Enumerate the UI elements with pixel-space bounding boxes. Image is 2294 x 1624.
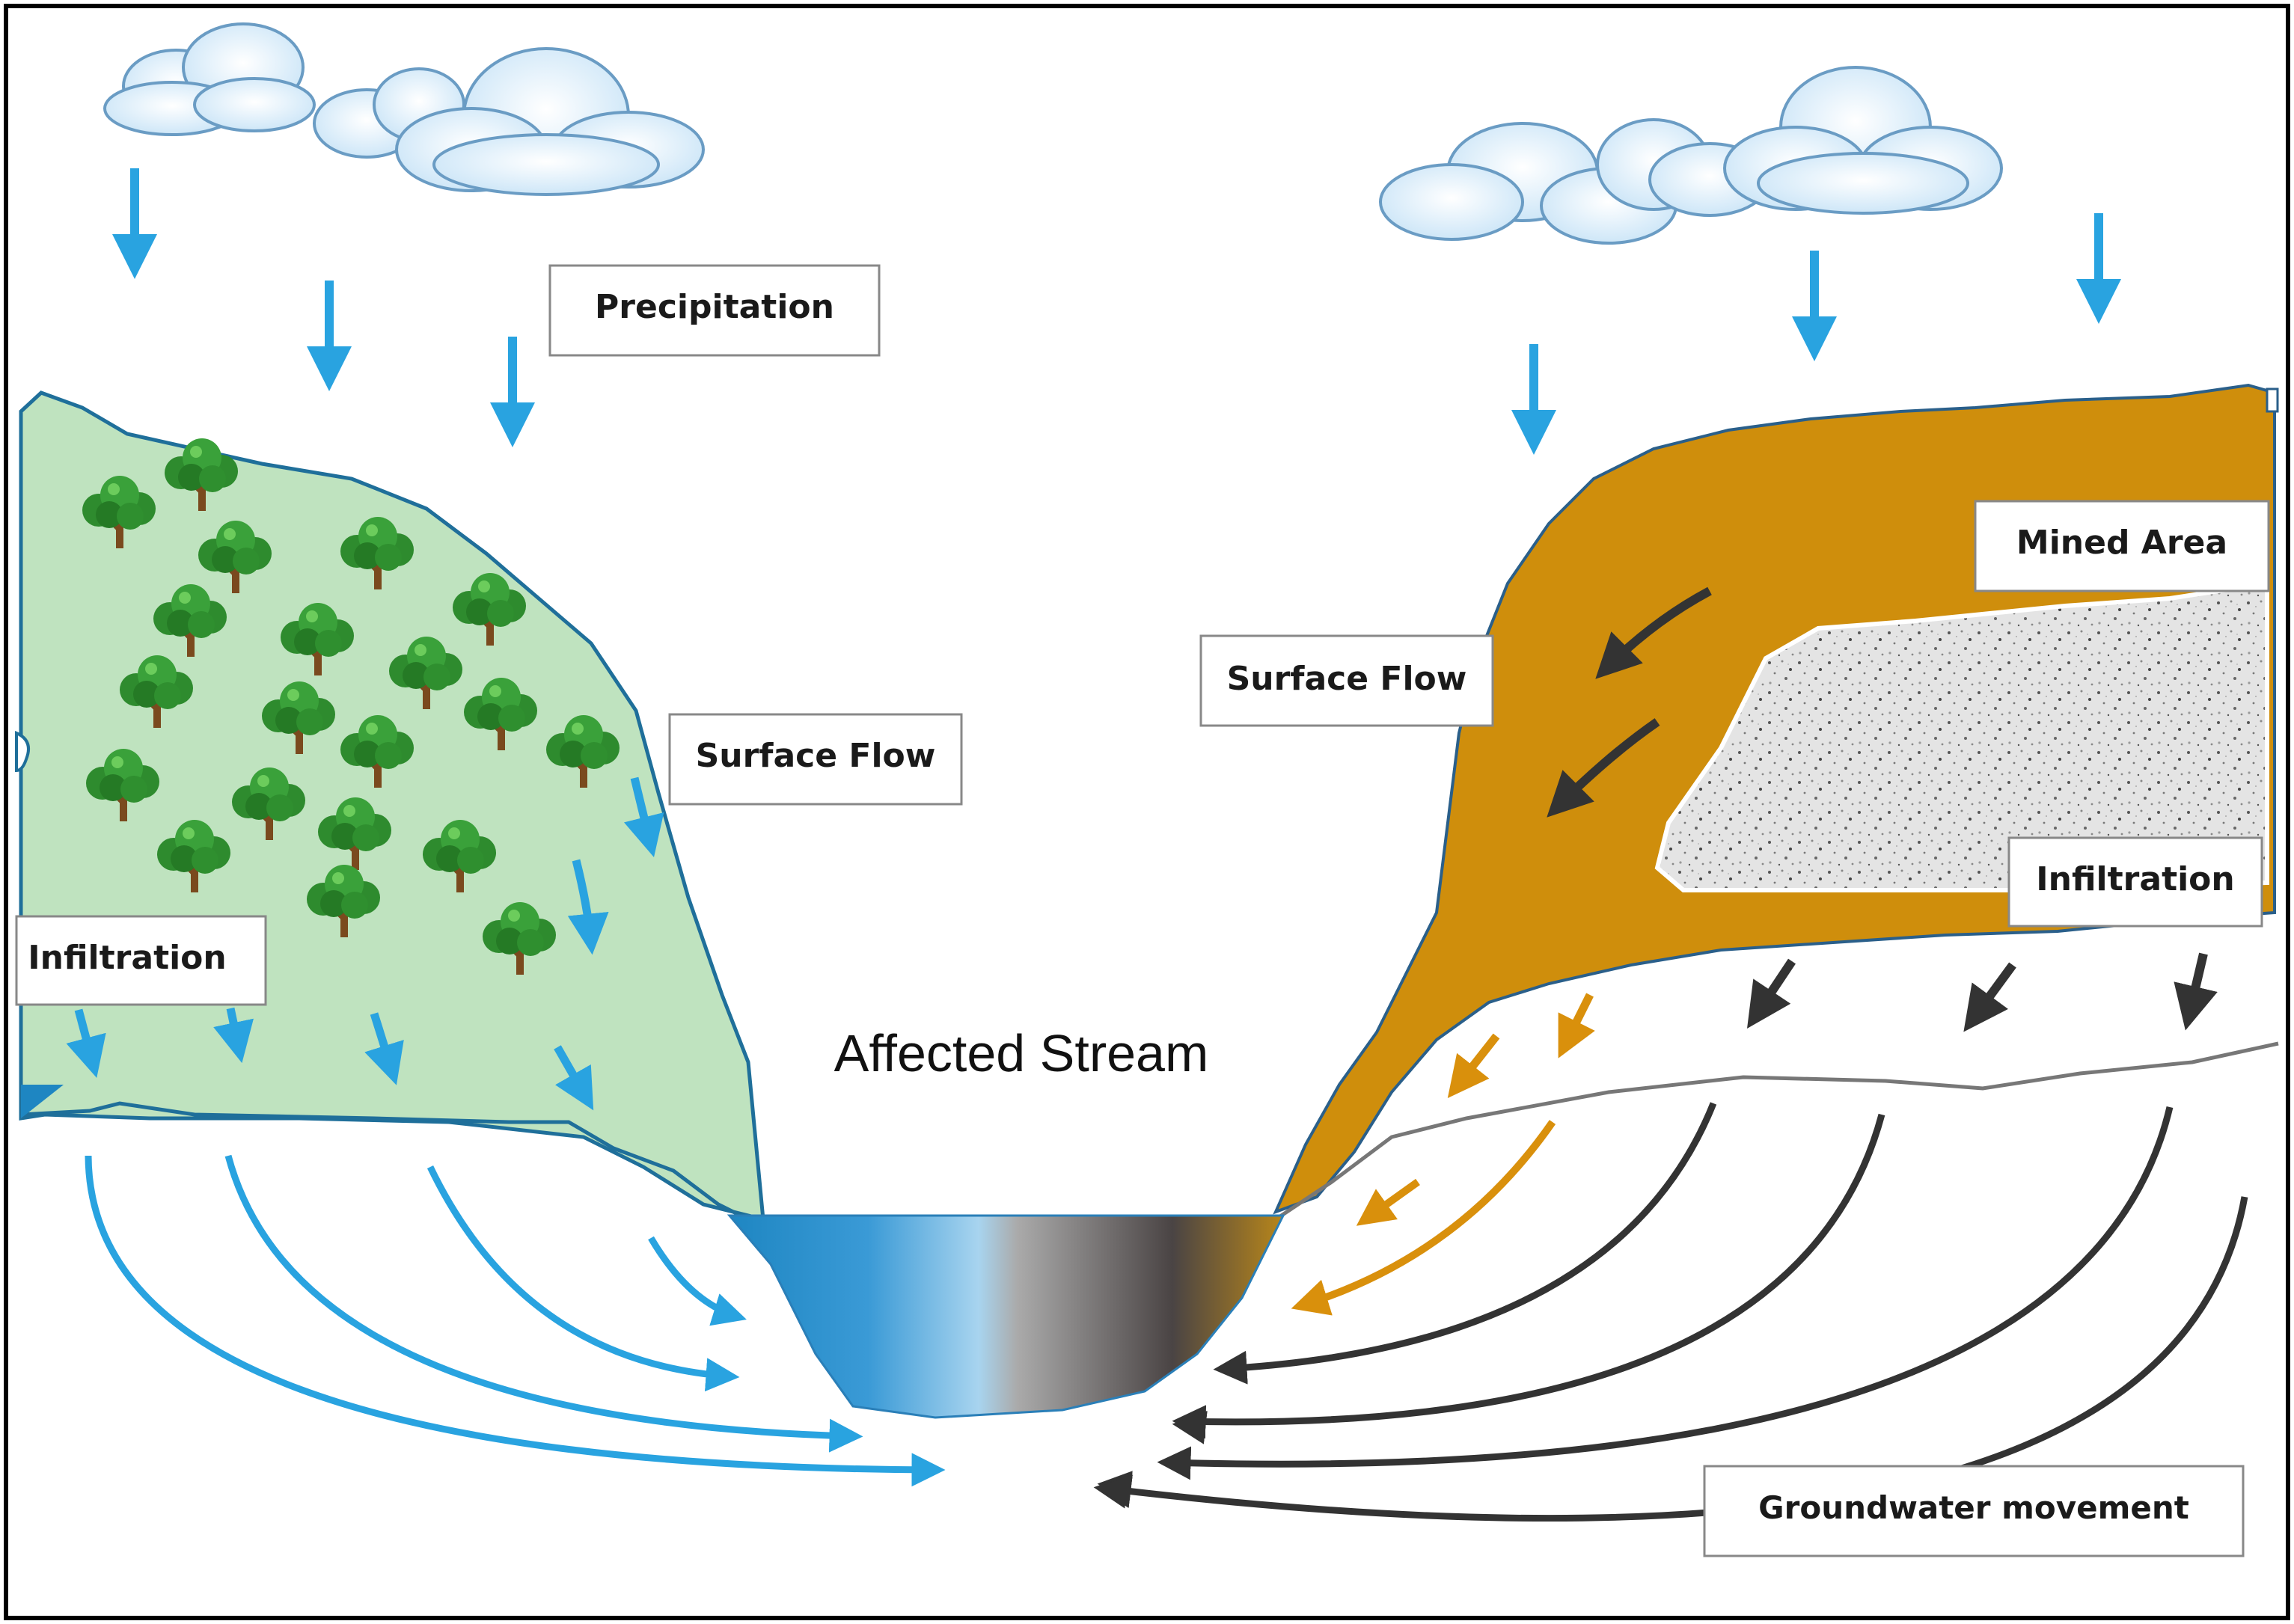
groundwater-arrows-ochre	[1291, 1120, 1556, 1316]
label-surface-flow-right: Surface Flow	[1199, 634, 1494, 727]
surface-flow-left-label: Surface Flow	[696, 737, 936, 775]
arrow	[2174, 952, 2218, 1031]
arrow	[1291, 1120, 1556, 1316]
arrow	[1447, 1033, 1500, 1098]
label-affected-stream: Affected Stream	[834, 1024, 1209, 1082]
surface-flow-right-label: Surface Flow	[1227, 660, 1467, 698]
arrow	[364, 1012, 404, 1085]
arrow	[1547, 718, 1660, 818]
arrow	[1963, 962, 2016, 1032]
arrow	[224, 1154, 863, 1453]
surface-flow-arrows-right	[1547, 586, 1712, 818]
arrow	[1595, 586, 1712, 679]
arrow	[1172, 1113, 1885, 1439]
right-edge-marker	[2266, 387, 2279, 413]
water-table-left	[20, 1101, 750, 1222]
surface-flow-arrows-left	[567, 776, 664, 955]
arrow	[213, 1007, 254, 1064]
label-precipitation: Precipitation	[548, 264, 881, 357]
label-infiltration-left: Infiltration	[15, 915, 267, 1006]
arrow	[426, 1165, 740, 1392]
infiltration-arrows-left	[66, 1007, 594, 1111]
arrow	[567, 859, 609, 955]
arrow	[1747, 958, 1796, 1029]
infiltration-arrows-right	[1747, 952, 2218, 1032]
infiltration-right-label: Infiltration	[2036, 860, 2234, 898]
precipitation-arrows	[112, 168, 2121, 455]
arrow	[1356, 1178, 1420, 1226]
arrow	[554, 1045, 594, 1111]
mined-area-label: Mined Area	[2016, 524, 2227, 562]
label-mined-area: Mined Area	[1974, 500, 2270, 592]
arrow	[1213, 1102, 1717, 1385]
affected-stream-water	[727, 1214, 1285, 1419]
precipitation-label: Precipitation	[595, 288, 834, 326]
arrow	[1157, 1106, 2174, 1480]
affected-stream-label: Affected Stream	[834, 1024, 1209, 1082]
groundwater-arrows-left	[85, 1154, 946, 1487]
arrow	[66, 1008, 106, 1078]
infiltration-left-label: Infiltration	[28, 939, 226, 977]
arrow	[1558, 993, 1595, 1058]
groundwater-movement-label: Groundwater movement	[1758, 1489, 2189, 1526]
arrow	[623, 776, 664, 858]
groundwater-arrows-right	[1093, 1102, 2248, 1522]
water-table-left-marker	[21, 1085, 64, 1118]
arrow	[648, 1236, 747, 1326]
label-groundwater-movement: Groundwater movement	[1703, 1465, 2245, 1557]
label-surface-flow-left: Surface Flow	[668, 713, 963, 806]
water-table-right	[1274, 1041, 2279, 1222]
cloud-icon	[103, 22, 705, 196]
cloud-icon	[1379, 66, 2003, 245]
arrow	[85, 1155, 946, 1487]
label-infiltration-right: Infiltration	[2007, 836, 2263, 928]
infiltration-arrows-ochre	[1447, 993, 1595, 1098]
hill-left-notch	[15, 730, 30, 773]
